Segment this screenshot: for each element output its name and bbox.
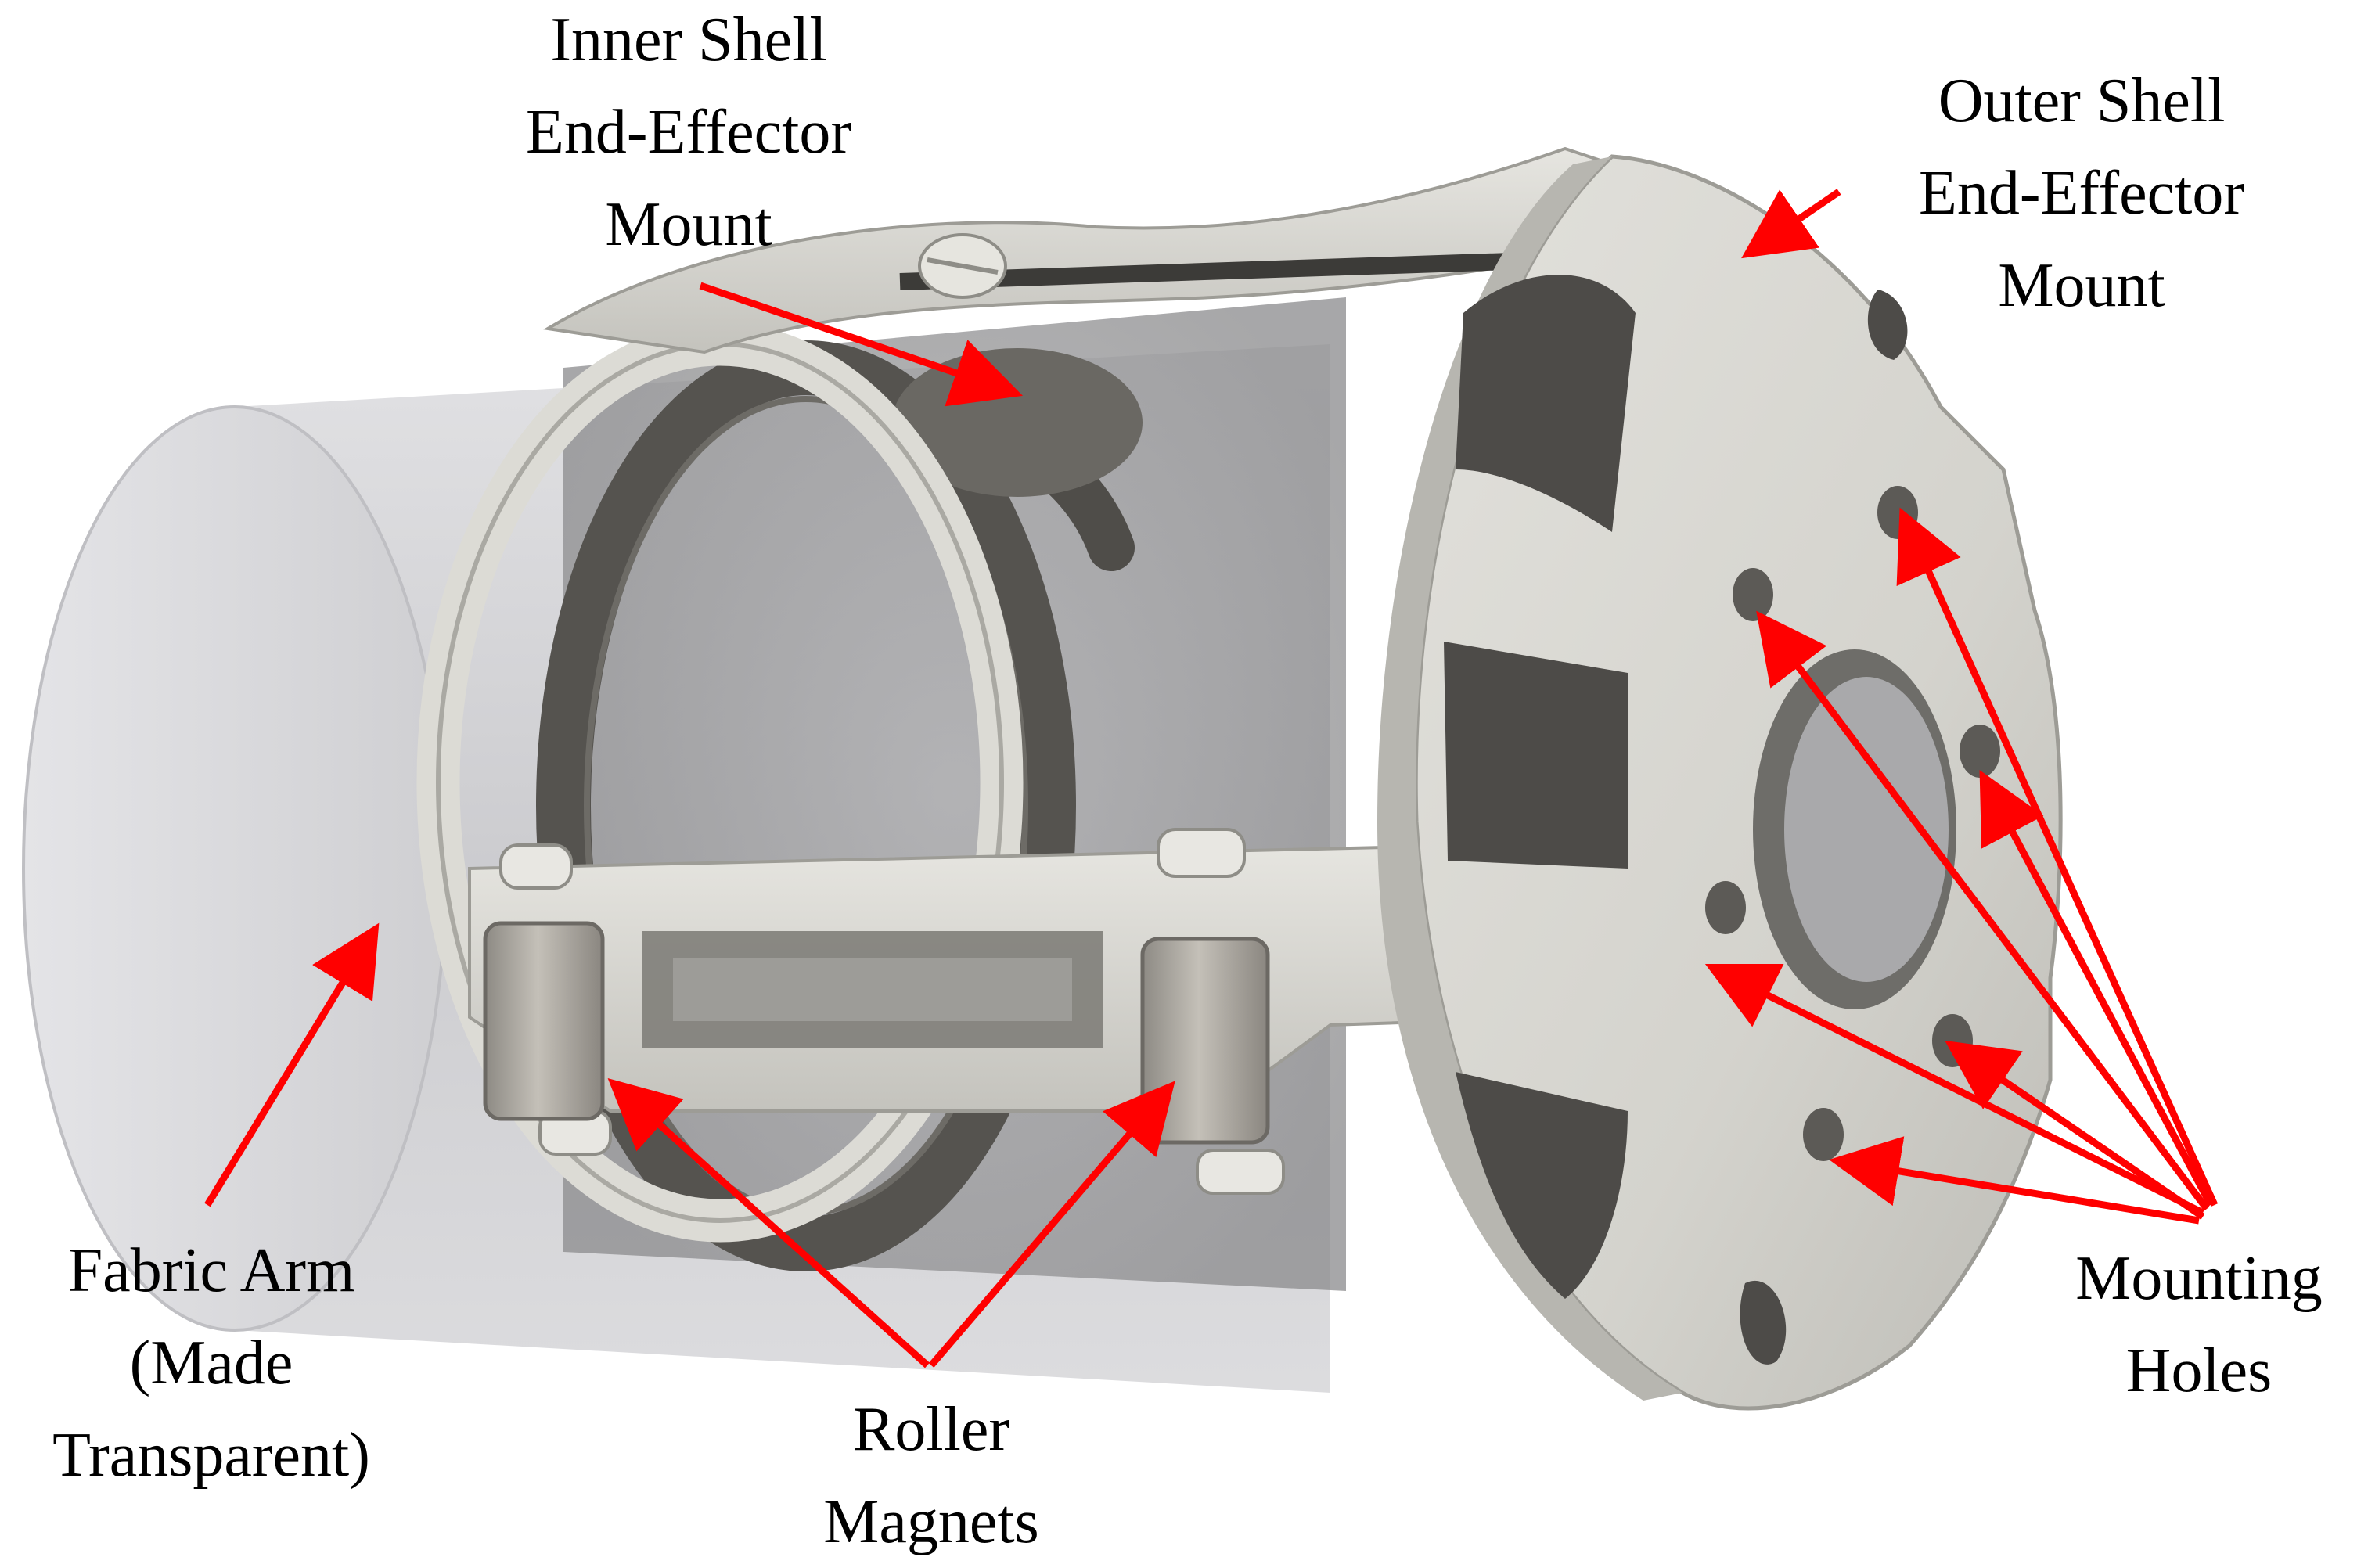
roller-magnet-left (483, 921, 605, 1121)
annotation-arrows (204, 189, 2219, 1368)
arrow-hole-3 (1979, 770, 2214, 1207)
mounting-hole (1705, 881, 1746, 934)
label-line: Roller (853, 1395, 1009, 1464)
outer-shell-end-plate (1377, 154, 2063, 1411)
arrow-roller-left (607, 1077, 930, 1368)
label-mounting-holes: Mounting Holes (2035, 1232, 2363, 1417)
label-line: Mounting (2075, 1244, 2323, 1313)
label-line: Inner Shell (550, 5, 827, 74)
arrow-roller-right (928, 1081, 1175, 1368)
arrow-hole-5 (1945, 1040, 2205, 1220)
mounting-hole (1960, 725, 2000, 778)
arrow-hole-6 (1829, 1136, 2200, 1225)
arrow-hole-1 (1896, 507, 2219, 1207)
label-line: Mount (605, 190, 772, 259)
label-roller-magnets: Roller Magnets (759, 1383, 1103, 1568)
label-inner-shell-mount: Inner Shell End-Effector Mount (438, 0, 939, 271)
label-line: Holes (2125, 1336, 2273, 1405)
label-line: Transparent) (52, 1421, 370, 1490)
mounting-hole (1803, 1108, 1844, 1161)
arrow-hole-2 (1756, 610, 2210, 1211)
label-line: Outer Shell (1938, 67, 2226, 135)
label-line: Fabric Arm (67, 1236, 355, 1305)
label-outer-shell-mount: Outer Shell End-Effector Mount (1831, 55, 2332, 332)
mounting-hole (1733, 568, 1773, 621)
arrow-inner-shell (699, 282, 1024, 407)
label-line: End-Effector (1918, 159, 2245, 228)
label-line: Mount (1998, 251, 2165, 320)
arrow-outer-shell (1741, 189, 1841, 259)
label-line: (Made (129, 1329, 293, 1397)
arrow-fabric-arm (204, 922, 380, 1207)
roller-magnet-right (1140, 937, 1270, 1145)
label-line: End-Effector (525, 98, 852, 167)
label-fabric-arm: Fabric Arm (Made Transparent) (0, 1225, 423, 1501)
label-line: Magnets (823, 1487, 1039, 1556)
